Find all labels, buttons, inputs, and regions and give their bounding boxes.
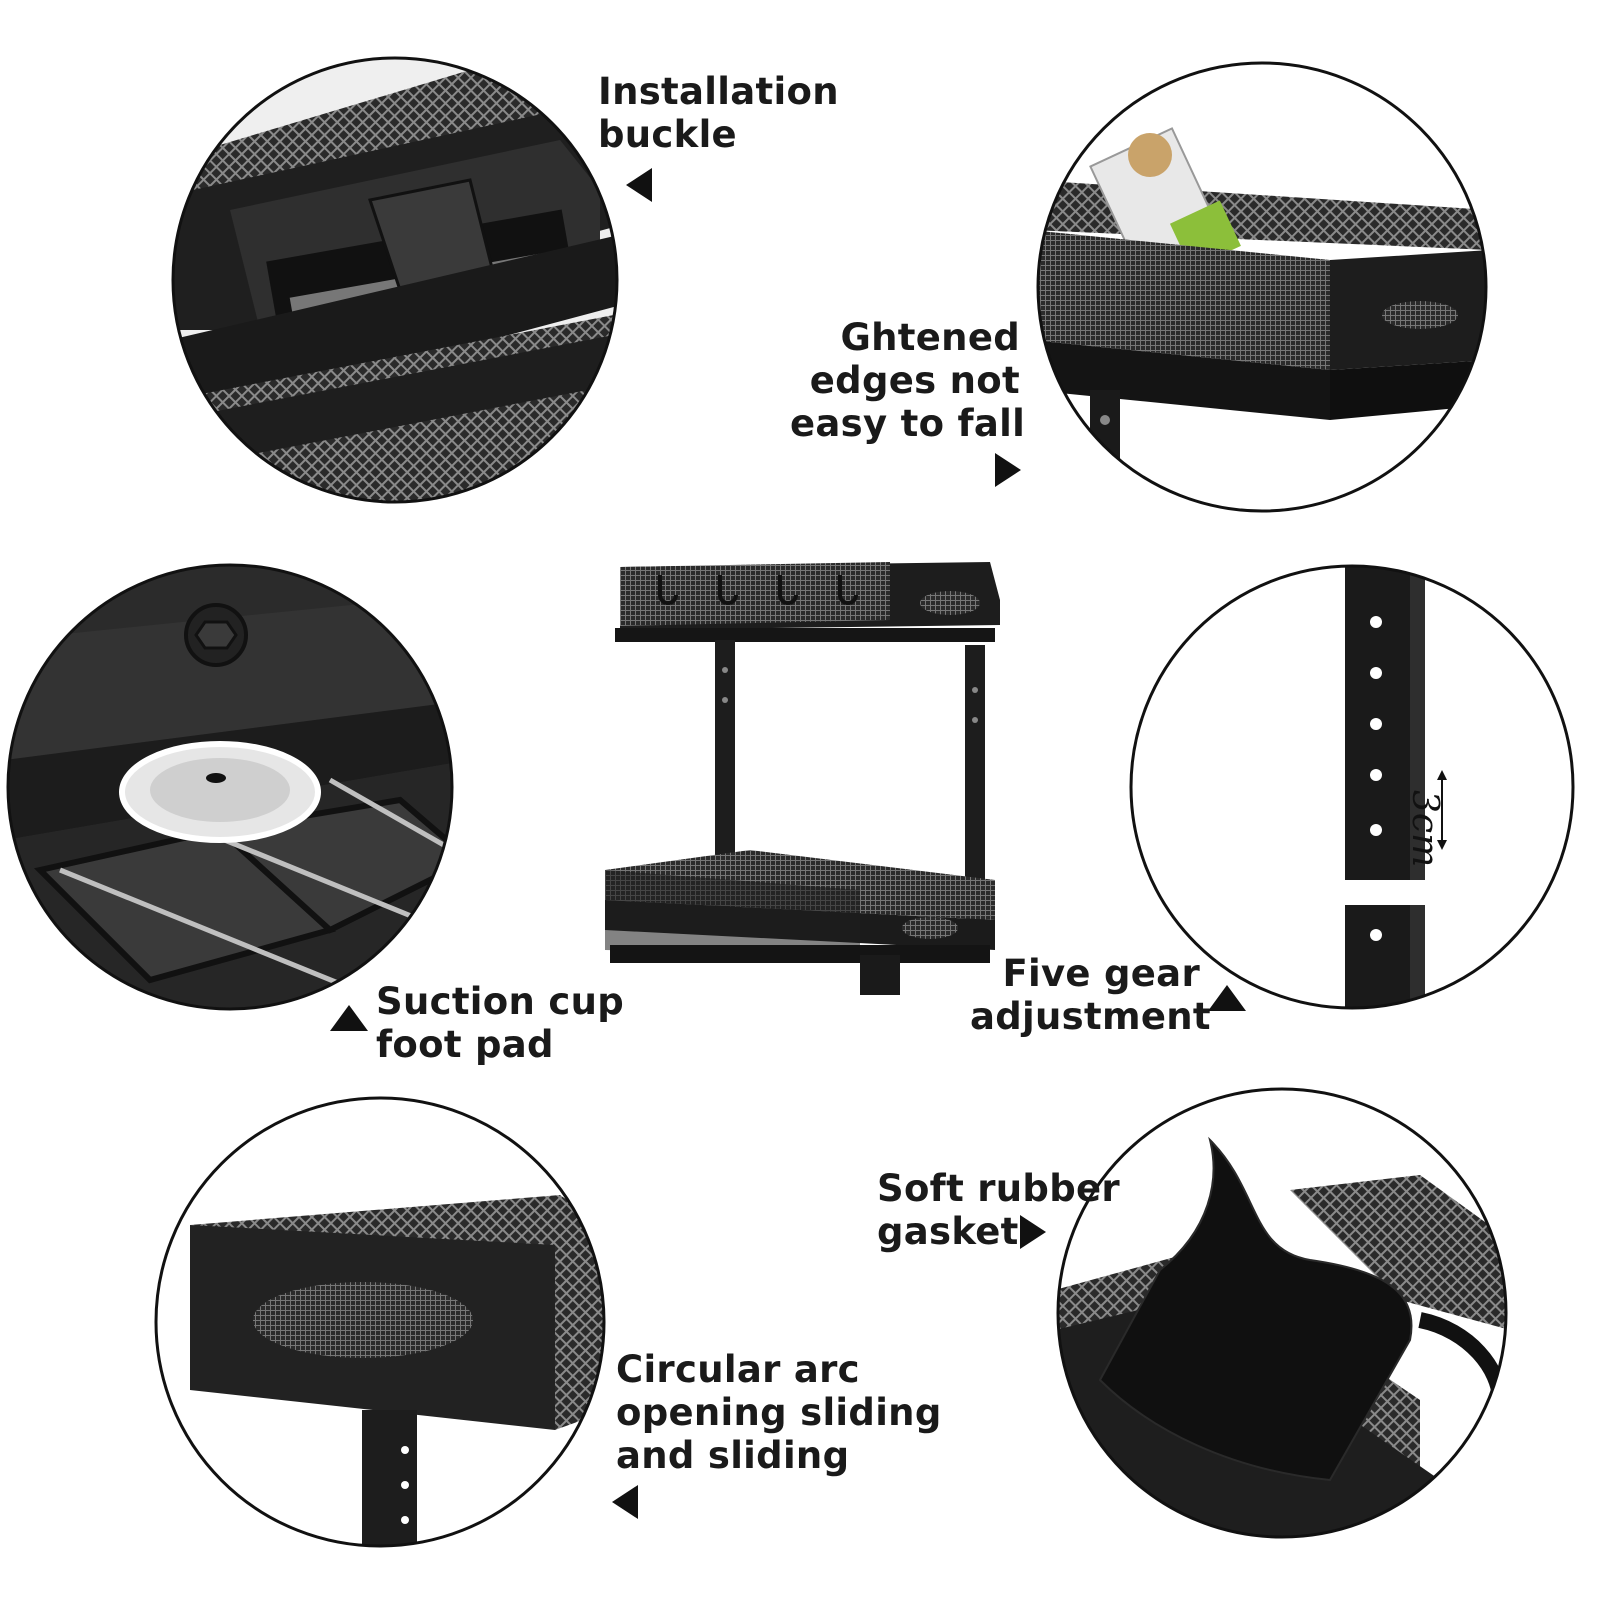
label-line: Soft rubber: [877, 1167, 1120, 1210]
label-line: gasket: [877, 1210, 1019, 1253]
label-arc-opening: Circular arc opening sliding and sliding: [616, 1348, 942, 1477]
label-line: adjustment: [970, 995, 1211, 1038]
suction-cup-detail: [6, 563, 454, 1011]
label-line: Five gear: [1002, 952, 1200, 995]
measurement-label: 3cm: [1404, 790, 1445, 868]
label-suction-cup: Suction cup foot pad: [376, 980, 624, 1066]
label-line: and sliding: [616, 1434, 850, 1477]
arrow-left-icon: [626, 168, 652, 202]
label-line: easy to fall: [790, 402, 1026, 445]
label-tightened-edges: Ghtened edges not easy to fall: [790, 316, 1026, 445]
label-line: edges not: [809, 359, 1020, 402]
label-line: opening sliding: [616, 1391, 942, 1434]
soft-gasket-detail: [1056, 1087, 1508, 1539]
label-installation-buckle: Installation buckle: [598, 70, 839, 156]
arrow-up-icon: [1208, 985, 1246, 1011]
label-line: Circular arc: [616, 1348, 860, 1391]
arrow-right-icon: [1020, 1215, 1046, 1249]
label-five-gear: Five gear adjustment: [970, 952, 1211, 1038]
label-line: Installation: [598, 70, 839, 113]
label-line: Ghtened: [840, 316, 1020, 359]
label-line: foot pad: [376, 1023, 554, 1066]
five-gear-detail: [1129, 564, 1575, 1010]
rack-product-image: [605, 562, 1000, 995]
arc-opening-detail: [154, 1096, 606, 1548]
arrow-up-icon: [330, 1005, 368, 1031]
label-soft-gasket: Soft rubber gasket: [877, 1167, 1120, 1253]
label-line: Suction cup: [376, 980, 624, 1023]
tightened-edges-detail: [1036, 61, 1488, 513]
installation-buckle-detail: [171, 56, 619, 504]
arrow-left-icon: [612, 1485, 638, 1519]
label-line: buckle: [598, 113, 737, 156]
arrow-right-icon: [995, 453, 1021, 487]
